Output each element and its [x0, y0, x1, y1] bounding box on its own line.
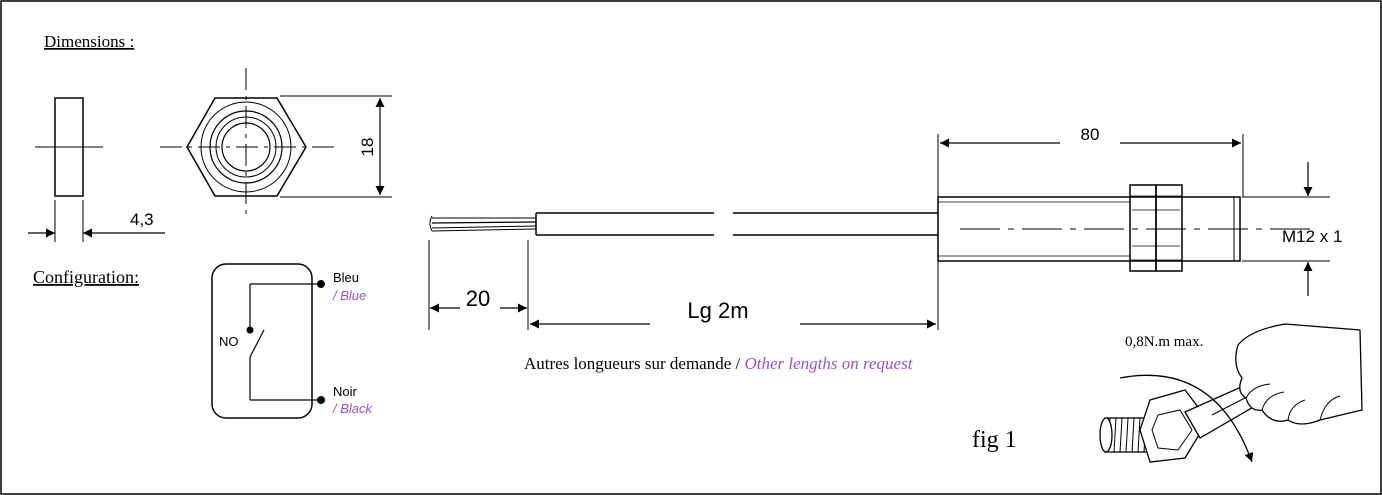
dimensions-heading: Dimensions : [44, 32, 134, 51]
terminal-blue [317, 280, 325, 288]
thread-dimension: M12 x 1 [1282, 227, 1342, 246]
body-length-dimension: 80 [1081, 125, 1100, 144]
switch-box [211, 263, 321, 419]
wire-black-label: / Black [332, 401, 374, 416]
wire-blue-label: / Blue [332, 288, 366, 303]
switch-contact [249, 329, 265, 358]
nut-side-view [28, 97, 165, 242]
configuration-heading: Configuration: [33, 267, 139, 287]
strip-length-dimension: 20 [466, 286, 490, 311]
sensor-drawing [428, 134, 1330, 330]
nut-front-view [160, 68, 392, 220]
wrench-illustration [1099, 323, 1363, 463]
wire-bleu-label: Bleu [333, 270, 359, 285]
nut-height-dimension: 18 [358, 138, 377, 157]
nut-thickness-dimension: 4,3 [130, 210, 154, 229]
rotation-arrow [1119, 374, 1254, 463]
other-lengths-fr: Autres longueurs sur demande / [524, 354, 744, 373]
cable-length-dimension: Lg 2m [687, 298, 748, 323]
other-lengths-en: Other lengths on request [744, 354, 913, 373]
figure-label: fig 1 [972, 427, 1017, 453]
wire-noir-label: Noir [333, 384, 358, 399]
torque-label: 0,8N.m max. [1125, 334, 1203, 350]
switch-node-top [246, 326, 254, 334]
terminal-black [317, 396, 325, 404]
other-lengths-note: Autres longueurs sur demande / Other len… [524, 354, 914, 373]
switch-no-label: NO [219, 334, 239, 349]
